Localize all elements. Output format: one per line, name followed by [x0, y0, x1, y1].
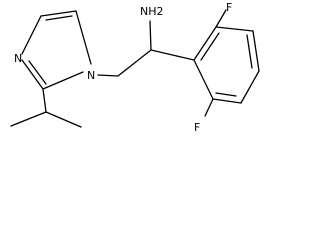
bond-ch-me2 [45, 111, 82, 128]
bond-ch2-ch [117, 49, 152, 77]
bonds [10, 9, 260, 128]
bond-ar3-ar4 [252, 30, 260, 72]
bond-ar2-ar3 [215, 26, 254, 32]
bond-n3-c2 [21, 59, 44, 90]
bond-c2-ch [42, 88, 47, 113]
bond-ar4-ar5 [240, 70, 260, 104]
atom-label-nh2: NH2 [140, 5, 164, 18]
bond-ch-nh2 [149, 20, 152, 51]
atom-label-f-top: F [226, 1, 232, 14]
bond-ar3-ar4-inner [246, 34, 253, 69]
atom-label-n1: N [87, 69, 95, 82]
bond-ar2-f [215, 9, 227, 28]
bond-c4-n3 [21, 15, 42, 55]
atom-label-f-bottom: F [194, 121, 200, 134]
bond-n1-ch2 [97, 74, 119, 77]
bond-ar1-ar2 [193, 26, 217, 61]
bond-n3-c2-inner [28, 60, 47, 85]
bond-ar6-ar1 [193, 59, 214, 100]
bond-ch-me1 [10, 111, 47, 127]
molecule-structure: N N NH2 F F [10, 1, 260, 134]
bond-n1-c5 [75, 10, 92, 65]
bond-c2-n1 [42, 71, 84, 90]
bond-ar6-f [204, 98, 214, 117]
bond-c5-c4 [40, 10, 77, 17]
atom-label-n3: N [14, 52, 22, 65]
bond-c5-c4-inner [45, 15, 73, 21]
bond-ar5-ar6 [212, 98, 242, 104]
bond-ar1-ar2-inner [200, 32, 220, 61]
atom-labels: N N NH2 F F [14, 1, 232, 134]
bond-ch-ring [150, 49, 195, 61]
bond-ar5-ar6-inner [215, 92, 237, 97]
